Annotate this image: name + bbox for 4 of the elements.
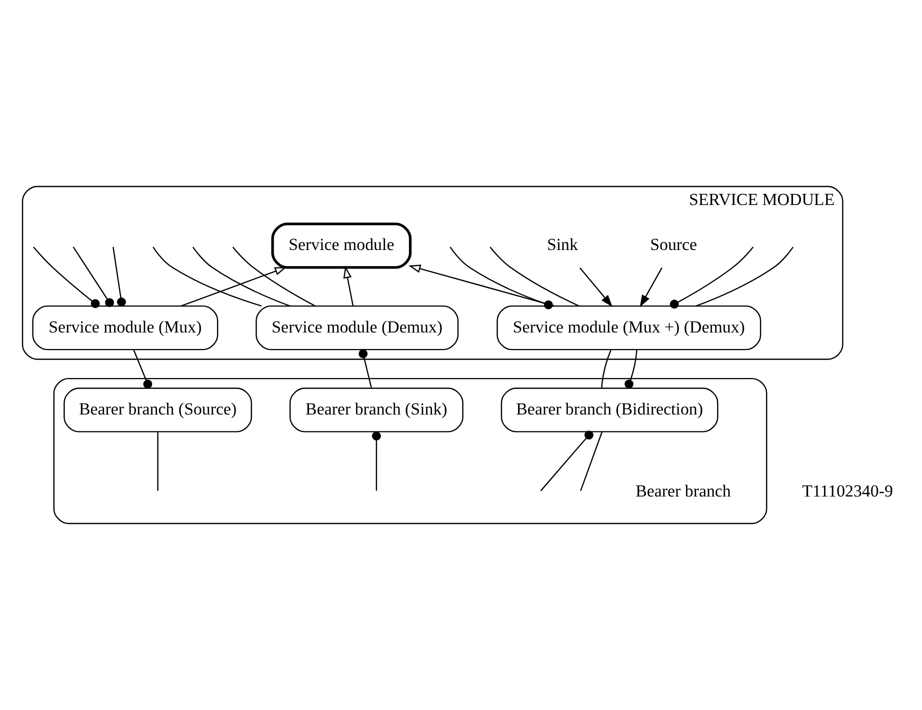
node-text: Sink: [546, 235, 578, 254]
node-text: Source: [650, 235, 698, 254]
label: Bearer branch: [636, 482, 731, 501]
label: T11102340-9: [802, 482, 893, 501]
